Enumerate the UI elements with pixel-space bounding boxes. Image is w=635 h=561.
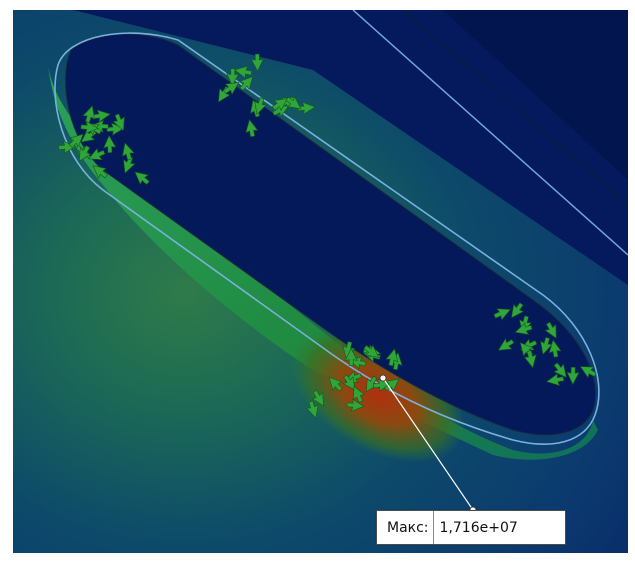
slot-hole: [65, 33, 596, 436]
fixture-arrow-icon: [311, 389, 324, 407]
fixture-arrow-icon: [346, 398, 365, 412]
fixture-arrow-icon: [285, 96, 302, 110]
fixture-arrow-icon: [271, 98, 288, 112]
fixture-arrow-icon: [134, 171, 150, 185]
fixture-arrow-icon: [514, 322, 533, 335]
fixture-arrow-icon: [234, 65, 253, 79]
fixture-arrow-icon: [239, 75, 254, 91]
fixture-arrow-icon: [353, 385, 366, 403]
edge-line-dark: [402, 10, 628, 206]
fixture-arrow-icon: [87, 147, 106, 161]
fixture-arrow-icon: [363, 344, 380, 358]
fixture-arrow-icon: [103, 134, 117, 154]
fixture-arrow-icon: [122, 142, 135, 161]
fixture-arrow-icon: [106, 122, 125, 136]
fixture-arrow-icon: [245, 119, 259, 138]
fixture-arrow-icon: [226, 68, 240, 87]
fixture-arrow-icon: [540, 337, 553, 355]
fixture-arrow-icon: [92, 165, 108, 179]
fixture-arrow-icon: [342, 374, 356, 391]
dark-top-region: [73, 10, 628, 285]
max-value: 1,716e+07: [439, 519, 518, 536]
edge-line: [352, 10, 628, 256]
fixture-arrow-icon: [223, 82, 240, 95]
stress-plot-scene: [13, 10, 628, 553]
fixture-arrow-icon: [523, 350, 537, 369]
fixture-arrow-icon: [511, 302, 525, 319]
fixture-markers: [58, 53, 597, 419]
fixture-arrow-icon: [344, 347, 358, 366]
fixture-arrow-icon: [254, 97, 267, 116]
max-value-label: Макс: 1,716e+07: [376, 510, 566, 545]
fixture-arrow-icon: [250, 53, 264, 72]
fixture-arrow-icon: [553, 362, 567, 378]
fixture-arrow-icon: [579, 366, 597, 379]
fixture-arrow-icon: [497, 338, 515, 351]
fixture-arrow-icon: [566, 366, 580, 385]
fixture-arrow-icon: [328, 376, 343, 392]
stress-plot-viewport[interactable]: [13, 10, 628, 553]
max-caption: Макс:: [377, 511, 434, 544]
fixture-arrow-icon: [546, 373, 565, 386]
fixture-arrow-icon: [493, 308, 511, 321]
max-point-marker: [379, 374, 387, 382]
fixture-arrow-icon: [112, 113, 125, 132]
fixture-arrow-icon: [78, 145, 92, 162]
fixture-arrow-icon: [384, 378, 400, 392]
fixture-arrow-icon: [58, 140, 77, 154]
fixture-arrow-icon: [342, 341, 356, 360]
slot-outline: [54, 32, 600, 445]
fixture-arrow-icon: [305, 400, 319, 419]
max-leader-line: [382, 377, 474, 511]
fixture-arrow-icon: [80, 120, 99, 134]
fixture-arrow-icon: [385, 348, 399, 367]
right-face: [313, 10, 628, 180]
fixture-arrow-icon: [90, 119, 109, 133]
fixture-arrow-icon: [544, 321, 557, 339]
fixture-arrow-icon: [297, 101, 316, 115]
fixture-arrow-icon: [548, 339, 562, 358]
